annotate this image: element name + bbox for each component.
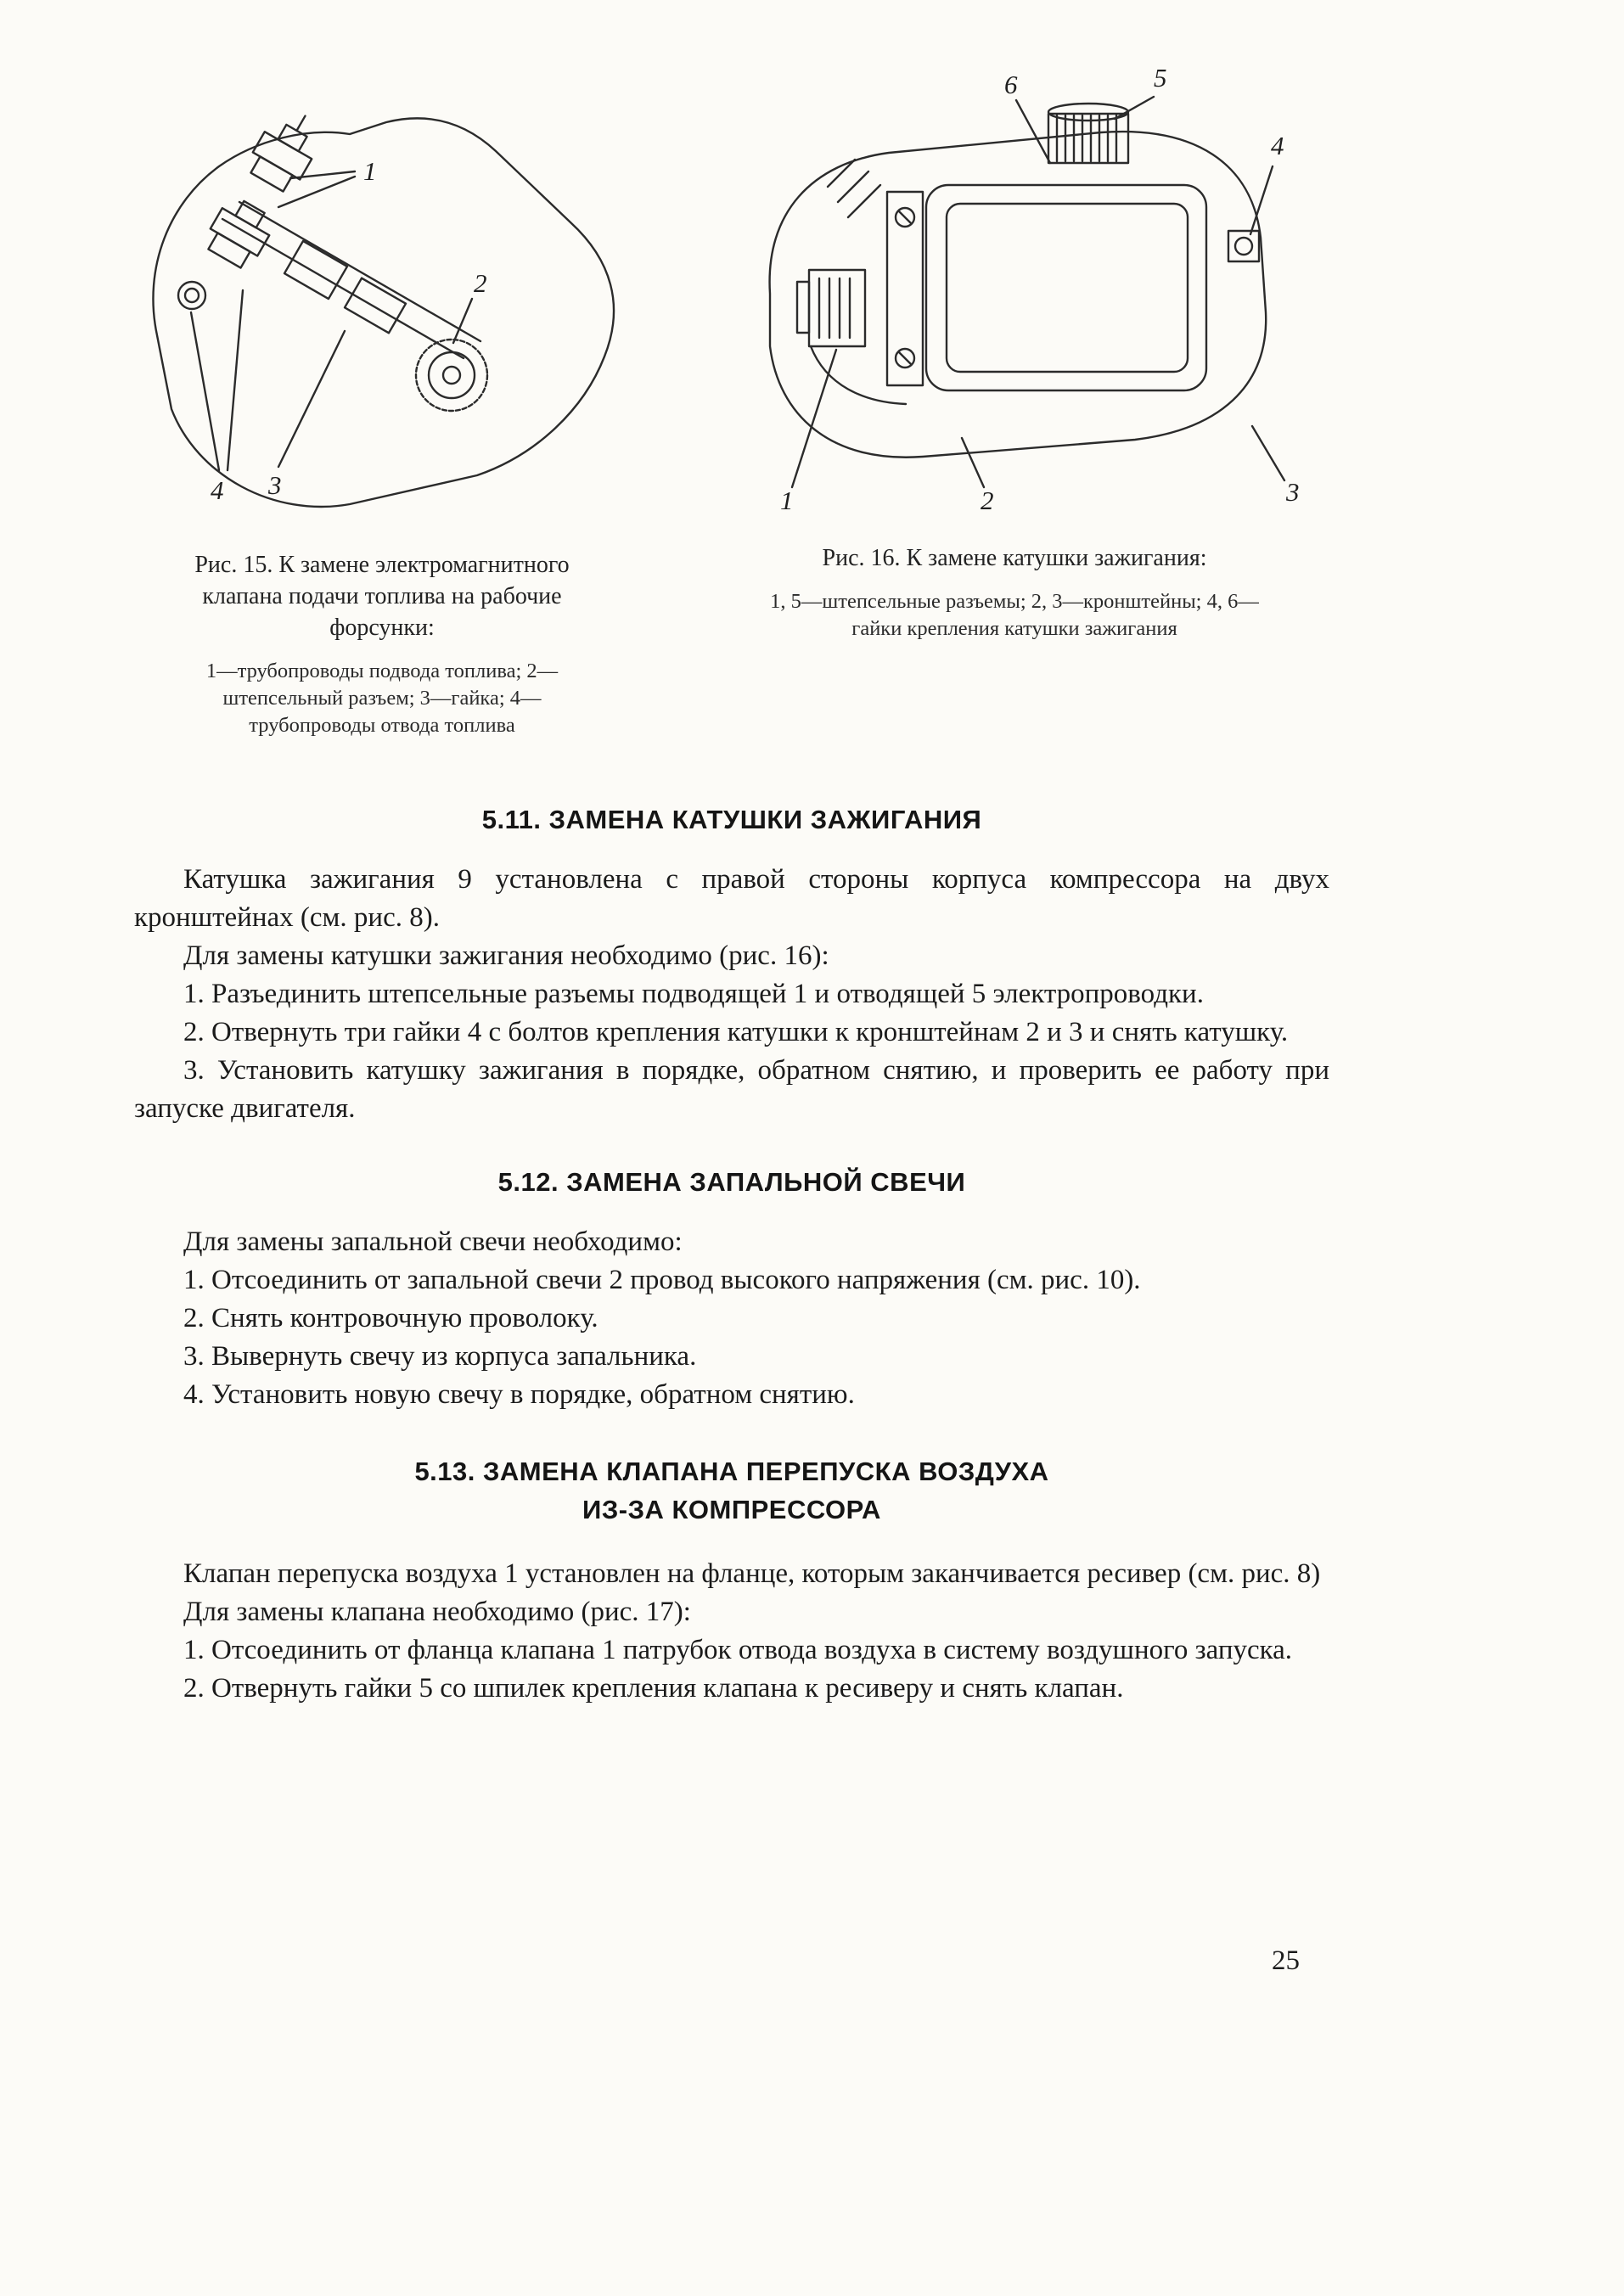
list-item: 2. Отвернуть три гайки 4 с болтов крепле…: [183, 1017, 1289, 1047]
fig16-callout-1: 1: [780, 486, 794, 515]
main-text-column: 5.11. ЗАМЕНА КАТУШКИ ЗАЖИГАНИЯ Катушка з…: [134, 805, 1329, 1708]
figure-16-caption-title: Рис. 16. К замене катушки зажигания:: [822, 545, 1207, 571]
fig15-callout-2: 2: [474, 268, 487, 298]
list-item: 2. Отвернуть гайки 5 со шпилек крепления…: [183, 1672, 1124, 1704]
figure-15-caption-legend: 1—трубопроводы подвода топлива; 2—штепсе…: [205, 659, 559, 737]
fig15-callout-1: 1: [363, 156, 377, 186]
fig15-callout-3: 3: [267, 470, 282, 500]
paragraph: Для замены запальной свечи необходимо:: [183, 1227, 683, 1257]
list-item: 3. Вывернуть свечу из корпуса запальника…: [183, 1341, 697, 1372]
list-item: 1. Отсоединить от запальной свечи 2 пров…: [183, 1265, 1141, 1295]
fig16-callout-3: 3: [1285, 477, 1300, 507]
page-number: 25: [1272, 1945, 1300, 1976]
paragraph: Для замены клапана необходимо (рис. 17):: [183, 1596, 691, 1627]
section-heading-5-13: 5.13. ЗАМЕНА КЛАПАНА ПЕРЕПУСКА ВОЗДУХА И…: [414, 1457, 1049, 1524]
fig16-callout-4: 4: [1271, 131, 1284, 160]
figure-16: 6 5 4 1 2 3 Рис. 16. К замене катушки за…: [700, 59, 1329, 643]
section-heading-5-11: 5.11. ЗАМЕНА КАТУШКИ ЗАЖИГАНИЯ: [481, 805, 982, 834]
list-item: 2. Снять контровочную проволоку.: [183, 1303, 598, 1333]
list-item: 4. Установить новую свечу в порядке, обр…: [183, 1379, 855, 1410]
fig15-callout-4: 4: [211, 475, 224, 505]
figure-15-drawing: 1 2 3 4: [152, 115, 615, 508]
paragraph: Для замены катушки зажигания необходимо …: [183, 940, 829, 971]
paragraph: Катушка зажигания 9 установлена с правой…: [134, 864, 1329, 933]
figure-16-caption: Рис. 16. К замене катушки зажигания: 1, …: [700, 543, 1329, 643]
figure-15-caption: Рис. 15. К замене электромагнитного клап…: [85, 550, 679, 738]
list-item: 1. Отсоединить от фланца клапана 1 патру…: [183, 1634, 1293, 1665]
figure-15: 1 2 3 4 Рис. 15. К замене электромагнитн…: [85, 76, 679, 738]
list-item: 1. Разъединить штепсельные разъемы подво…: [183, 979, 1204, 1009]
figure-16-drawing: 6 5 4 1 2 3: [768, 63, 1300, 515]
fig16-callout-5: 5: [1154, 63, 1167, 93]
list-item: 3. Установить катушку зажигания в порядк…: [134, 1055, 1329, 1124]
section-heading-5-12: 5.12. ЗАМЕНА ЗАПАЛЬНОЙ СВЕЧИ: [497, 1167, 966, 1197]
figure-16-caption-legend: 1, 5—штепсельные разъемы; 2, 3—кронштейн…: [770, 589, 1259, 640]
fig16-callout-6: 6: [1004, 70, 1018, 99]
figure-15-caption-title: Рис. 15. К замене электромагнитного клап…: [194, 552, 570, 641]
fig16-callout-2: 2: [981, 486, 994, 515]
paragraph: Клапан перепуска воздуха 1 установлен на…: [183, 1558, 1321, 1589]
